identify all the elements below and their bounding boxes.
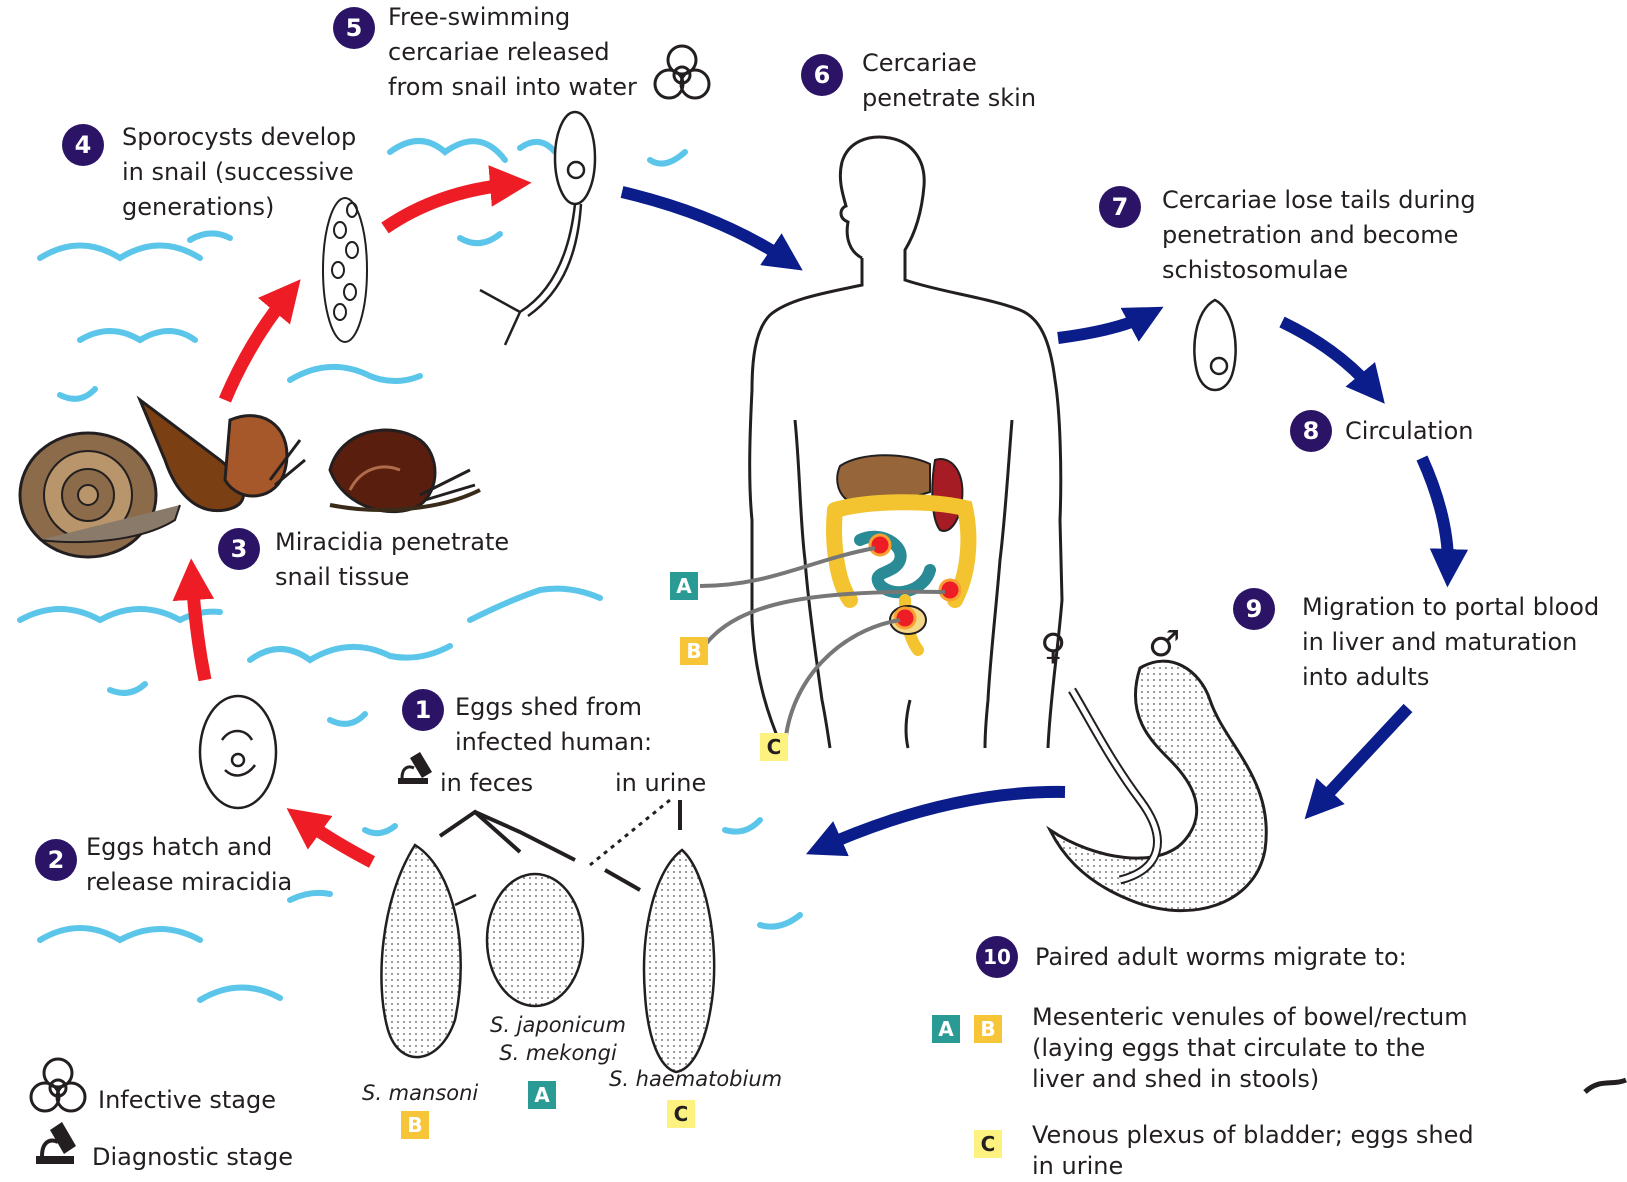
species-haematobium: S. haematobium [609,1065,782,1093]
arrow-miracidia-to-snail [192,575,205,680]
male-symbol: ♂ [1148,625,1180,665]
step-4-number: 4 [62,124,104,166]
step-3-number: 3 [218,528,260,570]
route-feces: in feces [440,766,533,801]
arrow-to-circulation [1282,322,1375,392]
arrow-portal-to-worms [1315,708,1408,808]
label-c-body: C [760,733,788,761]
arrow-sporocyst-to-cercaria [385,184,515,228]
step-10-caption: Paired adult worms migrate to: [1035,940,1407,975]
step-5-caption: Free-swimming cercariae released from sn… [388,0,637,105]
label-a-japonicum: A [528,1081,556,1109]
label-b-mansoni: B [401,1111,429,1139]
arrow-worms-to-eggs [820,792,1065,848]
egg-mansoni [381,845,476,1057]
label-c-haematobium: C [667,1100,695,1128]
species-mansoni: S. mansoni [362,1079,478,1107]
step-1-number: 1 [402,689,444,731]
step-1-caption: Eggs shed from infected human: [455,690,652,760]
snail-bulinus [330,430,480,512]
biohazard-icon [655,46,709,98]
schistosomulum [1194,300,1235,390]
step-10-number: 10 [976,936,1018,978]
arrow-cercaria-to-human [622,192,790,262]
step-2-number: 2 [35,839,77,881]
female-symbol: ♀ [1040,628,1066,668]
step-9-number: 9 [1233,588,1275,630]
destination-bladder: Venous plexus of bladder; eggs shed in u… [1032,1120,1474,1182]
microscope-icon [398,752,432,784]
arrow-circulation-to-portal [1422,458,1448,572]
label-a-body: A [670,572,698,600]
label-a-legend: A [932,1015,960,1043]
step-6-caption: Cercariae penetrate skin [862,46,1036,116]
adult-worms [1050,661,1266,910]
snail-planorbid [20,433,180,557]
step-7-number: 7 [1099,186,1141,228]
destination-bowel: Mesenteric venules of bowel/rectum (layi… [1032,1002,1468,1095]
shedding-lines [440,800,680,890]
arrow-snail-to-sporocyst [225,292,290,400]
egg-japonicum [487,874,583,1006]
step-8-number: 8 [1290,410,1332,452]
route-urine: in urine [615,766,706,801]
step-7-caption: Cercariae lose tails during penetration … [1162,183,1476,288]
species-japonicum: S. japonicum S. mekongi [490,1011,626,1067]
step-6-number: 6 [801,54,843,96]
label-b-body: B [680,637,708,665]
miracidium [200,696,276,808]
step-3-caption: Miracidia penetrate snail tissue [275,525,509,595]
legend-diagnostic: Diagnostic stage [92,1140,293,1175]
worm-thumbnail [1585,1080,1626,1092]
microscope-icon [36,1122,76,1164]
egg-haematobium [644,850,714,1072]
arrow-hatch [300,818,372,862]
step-9-caption: Migration to portal blood in liver and m… [1302,590,1599,695]
step-8-caption: Circulation [1345,414,1474,449]
snail-oncomelania [140,400,305,511]
step-2-caption: Eggs hatch and release miracidia [86,830,292,900]
step-5-number: 5 [333,7,375,49]
label-c-legend: C [974,1130,1002,1158]
human-figure [750,137,1062,748]
label-b-legend: B [974,1015,1002,1043]
step-4-caption: Sporocysts develop in snail (successive … [122,120,356,225]
cercaria [480,112,595,345]
legend-infective: Infective stage [98,1083,276,1118]
biohazard-icon [31,1059,85,1111]
arrow-human-to-schistosomula [1058,314,1150,338]
